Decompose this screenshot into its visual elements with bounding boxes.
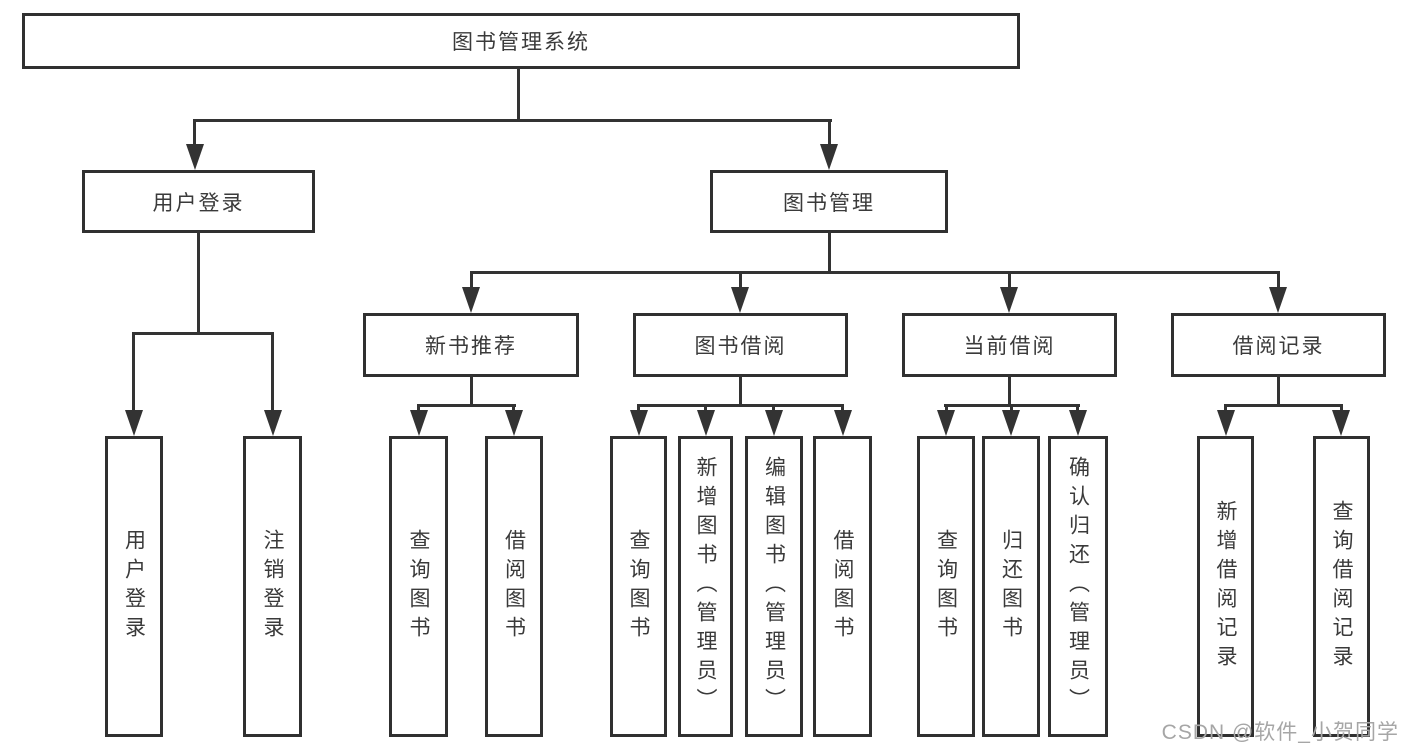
node-label: 查询图书 <box>407 528 430 645</box>
connector-line <box>517 67 520 121</box>
node-label: 查询借阅记录 <box>1330 499 1353 674</box>
connector-line <box>1277 271 1280 289</box>
arrow-down-icon <box>697 410 715 436</box>
arrow-down-icon <box>937 410 955 436</box>
node-label: 查询图书 <box>627 528 650 645</box>
connector-line <box>132 332 274 335</box>
connector-line <box>637 404 640 412</box>
node-edit-books-admin: 编辑图书（管理员） <box>745 436 803 737</box>
connector-line <box>637 404 844 407</box>
connector-line <box>470 375 473 406</box>
connector-line <box>417 404 516 407</box>
arrow-down-icon <box>1069 410 1087 436</box>
node-borrow-books-2: 借阅图书 <box>813 436 872 737</box>
connector-line <box>1224 404 1227 412</box>
node-user-login-branch: 用户登录 <box>82 170 315 233</box>
connector-line <box>739 271 742 289</box>
arrow-down-icon <box>264 410 282 436</box>
node-logout: 注销登录 <box>243 436 302 737</box>
node-label: 图书借阅 <box>694 335 787 358</box>
arrow-down-icon <box>630 410 648 436</box>
node-add-borrow-record: 新增借阅记录 <box>1197 436 1254 737</box>
node-label: 当前借阅 <box>963 335 1056 358</box>
node-borrowing-records: 借阅记录 <box>1171 313 1386 377</box>
node-query-books-2: 查询图书 <box>610 436 667 737</box>
connector-line <box>1076 404 1079 412</box>
arrow-down-icon <box>1217 410 1235 436</box>
node-current-borrowing: 当前借阅 <box>902 313 1117 377</box>
node-book-borrowing: 图书借阅 <box>633 313 848 377</box>
arrow-down-icon <box>1269 287 1287 313</box>
arrow-down-icon <box>125 410 143 436</box>
connector-line <box>841 404 844 412</box>
node-label: 用户登录 <box>152 191 245 215</box>
node-query-books-3: 查询图书 <box>917 436 975 737</box>
arrow-down-icon <box>731 287 749 313</box>
node-label: 新增借阅记录 <box>1214 499 1237 674</box>
connector-line <box>271 332 274 410</box>
connector-line <box>417 404 420 412</box>
connector-line <box>1224 404 1343 407</box>
node-confirm-return-admin: 确认归还（管理员） <box>1048 436 1108 737</box>
arrow-down-icon <box>834 410 852 436</box>
node-add-books-admin: 新增图书（管理员） <box>678 436 733 737</box>
connector-line <box>945 404 948 412</box>
arrow-down-icon <box>1002 410 1020 436</box>
connector-line <box>470 271 473 289</box>
node-borrow-books: 借阅图书 <box>485 436 543 737</box>
arrow-down-icon <box>765 410 783 436</box>
node-library-management-system: 图书管理系统 <box>22 13 1020 69</box>
node-label: 用户登录 <box>122 528 146 645</box>
connector-line <box>512 404 515 412</box>
arrow-down-icon <box>505 410 523 436</box>
node-label: 查询图书 <box>934 528 958 645</box>
node-return-books: 归还图书 <box>982 436 1040 737</box>
node-label: 新增图书（管理员） <box>694 456 717 717</box>
connector-line <box>772 404 775 412</box>
connector-line <box>470 271 1280 274</box>
arrow-down-icon <box>1000 287 1018 313</box>
csdn-watermark: CSDN @软件_小贺同学 <box>1161 721 1399 744</box>
connector-line <box>132 332 135 410</box>
node-label: 借阅记录 <box>1232 335 1325 358</box>
connector-line <box>1340 404 1343 412</box>
node-label: 编辑图书（管理员） <box>762 456 786 717</box>
connector-line <box>828 231 831 273</box>
connector-line <box>193 119 196 147</box>
node-label: 图书管理系统 <box>452 31 590 54</box>
node-query-borrow-record: 查询借阅记录 <box>1313 436 1370 737</box>
arrow-down-icon <box>410 410 428 436</box>
node-book-management-branch: 图书管理 <box>710 170 948 233</box>
arrow-down-icon <box>820 144 838 170</box>
arrow-down-icon <box>1332 410 1350 436</box>
node-label: 确认归还（管理员） <box>1066 456 1090 717</box>
node-label: 注销登录 <box>261 528 284 645</box>
connector-line <box>1008 271 1011 289</box>
node-label: 归还图书 <box>999 528 1023 645</box>
node-query-books: 查询图书 <box>389 436 448 737</box>
node-label: 图书管理 <box>783 191 875 215</box>
node-user-login: 用户登录 <box>105 436 163 737</box>
node-label: 借阅图书 <box>831 528 854 645</box>
connector-line <box>739 375 742 406</box>
connector-line <box>1010 404 1013 412</box>
node-new-book-recommendation: 新书推荐 <box>363 313 579 377</box>
arrow-down-icon <box>462 287 480 313</box>
node-label: 借阅图书 <box>502 528 526 645</box>
connector-line <box>1008 375 1011 406</box>
connector-line <box>828 119 831 147</box>
arrow-down-icon <box>186 144 204 170</box>
connector-line <box>704 404 707 412</box>
connector-line <box>193 119 832 122</box>
connector-line <box>197 231 200 334</box>
connector-line <box>1277 375 1280 406</box>
node-label: 新书推荐 <box>425 335 517 358</box>
